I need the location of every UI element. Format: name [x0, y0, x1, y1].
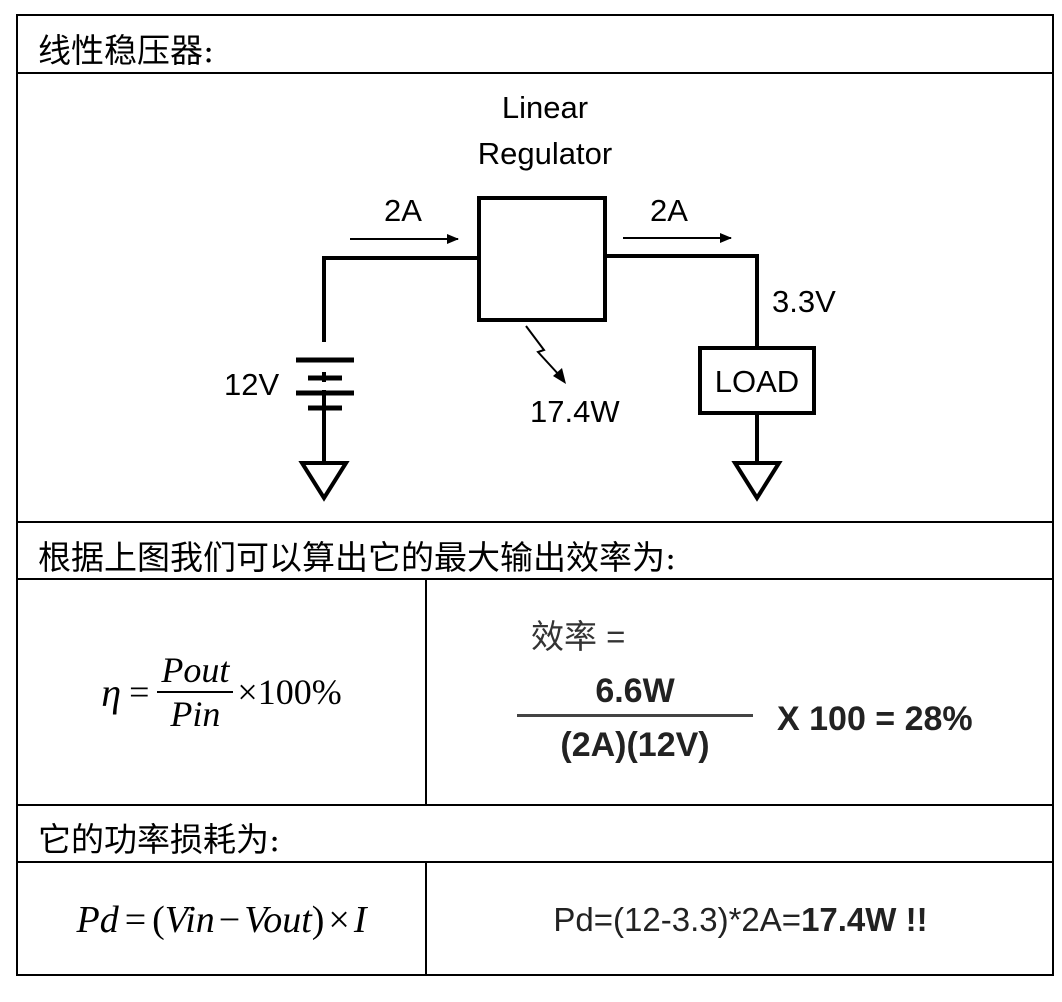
eta-symbol: η — [101, 669, 122, 715]
efficiency-denominator: (2A)(12V) — [560, 726, 710, 764]
row-divider — [18, 521, 1052, 523]
output-wire — [605, 254, 759, 348]
output-voltage-label: 3.3V — [772, 284, 836, 319]
efficiency-result: X 100 = 28% — [777, 700, 973, 738]
ground-icon — [731, 461, 783, 502]
close-paren: ) — [311, 898, 325, 941]
vin-symbol: Vin — [164, 898, 215, 941]
info-table: 线性稳压器: 根据上图我们可以算出它的最大输出效率为: 它的功率损耗为: Lin… — [16, 14, 1054, 976]
loss-calculation: Pd=(12-3.3)*2A= 17.4W !! — [427, 863, 1054, 976]
pout-over-pin-fraction: Pout Pin — [157, 649, 234, 735]
load-label: LOAD — [715, 364, 799, 399]
output-current-label: 2A — [650, 193, 688, 228]
ground-icon — [298, 461, 350, 502]
row-divider — [18, 578, 1052, 580]
loss-expression: Pd=(12-3.3)*2A= — [553, 900, 802, 938]
times-100-percent: ×100% — [237, 672, 342, 712]
efficiency-label: 效率 = — [531, 618, 626, 655]
title-row: 线性稳压器: — [38, 31, 215, 70]
battery-icon — [296, 342, 354, 411]
fraction-denominator: Pin — [170, 694, 221, 734]
loss-result: 17.4W !! — [801, 900, 928, 938]
loss-formula: Pd = ( Vin − Vout ) × I — [18, 863, 425, 976]
efficiency-calculation: 效率 = 6.6W (2A)(12V) X 100 = 28% — [427, 580, 1054, 804]
loss-heading: 它的功率损耗为: — [38, 820, 281, 859]
row-divider — [18, 861, 1052, 863]
equals-sign: = — [129, 672, 150, 712]
linear-regulator-circuit: Linear Regulator 2A 2A 3.3V 12V — [224, 90, 836, 502]
dissipation-label: 17.4W — [530, 394, 620, 429]
fraction-numerator: Pout — [161, 650, 230, 690]
row-divider — [18, 804, 1052, 806]
fraction-bar — [157, 691, 234, 693]
times-sign: × — [328, 898, 350, 941]
lightning-arrow-icon — [525, 325, 566, 384]
input-voltage-label: 12V — [224, 367, 279, 402]
efficiency-heading: 根据上图我们可以算出它的最大输出效率为: — [38, 538, 677, 577]
regulator-label-line2: Regulator — [478, 136, 612, 171]
efficiency-numerator: 6.6W — [595, 672, 675, 710]
regulator-label-line1: Linear — [502, 90, 588, 125]
pd-symbol: Pd — [76, 898, 119, 941]
row-divider — [18, 72, 1052, 74]
efficiency-fraction-bar — [517, 714, 753, 717]
efficiency-formula: η = Pout Pin ×100% — [18, 580, 425, 804]
open-paren: ( — [152, 898, 165, 941]
input-current-label: 2A — [384, 193, 422, 228]
minus-sign: − — [218, 898, 241, 941]
vout-symbol: Vout — [244, 898, 312, 941]
column-divider — [425, 578, 427, 804]
current-symbol: I — [353, 898, 367, 941]
regulator-box — [477, 196, 607, 322]
equals-sign: = — [124, 898, 147, 941]
column-divider — [425, 861, 427, 976]
